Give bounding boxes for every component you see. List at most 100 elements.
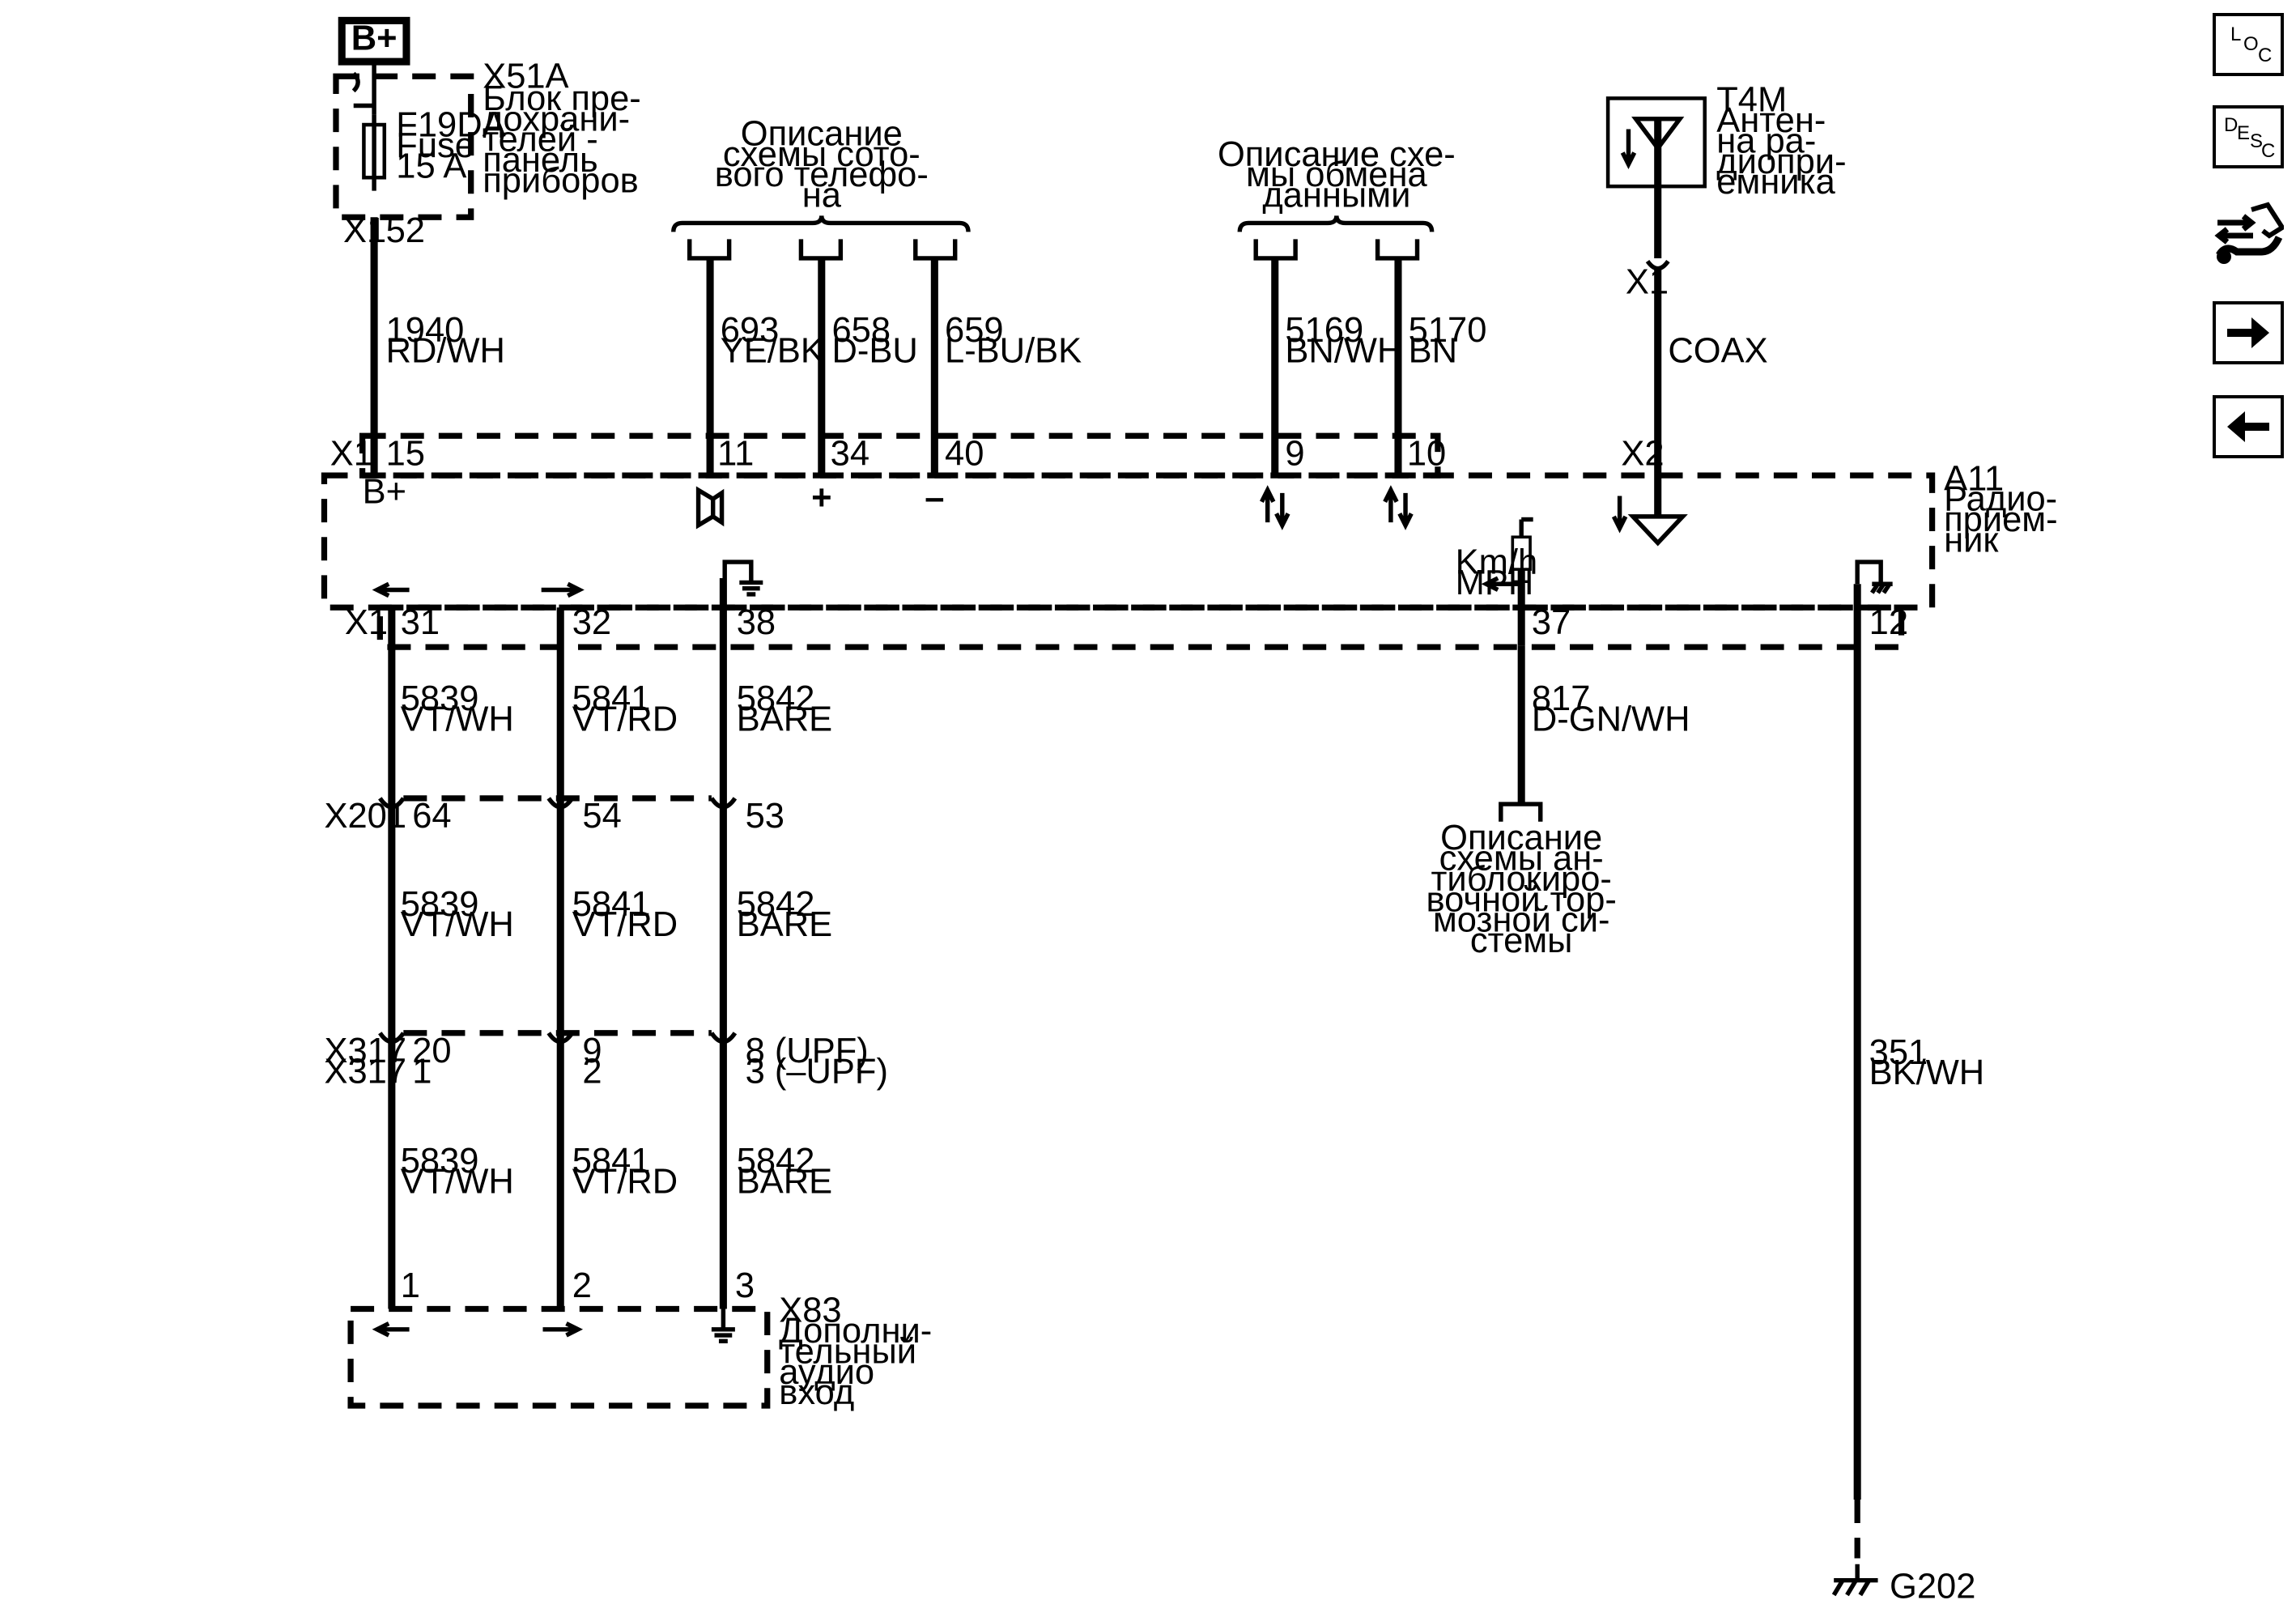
svg-text:на: на: [802, 177, 842, 215]
svg-text:15 A: 15 A: [396, 147, 466, 185]
svg-text:5842: 5842: [737, 679, 815, 718]
svg-text:D: D: [2224, 114, 2238, 136]
svg-text:C: C: [2261, 140, 2275, 162]
svg-text:Описание: Описание: [741, 114, 903, 153]
svg-text:вход: вход: [779, 1373, 854, 1412]
svg-text:Радио-: Радио-: [1944, 480, 2057, 519]
wire-659: 659 L-BU/BK 40: [930, 257, 1082, 474]
radio-module-a11: A11 Радио- прием- ник B+ + – Km/h MPH: [321, 459, 2058, 646]
svg-text:5839: 5839: [401, 1142, 479, 1181]
wire-5169: 5169 BN/WH 9: [1271, 257, 1402, 474]
svg-text:1940: 1940: [386, 311, 465, 350]
svg-text:5839: 5839: [401, 885, 479, 924]
connector-tool-icon[interactable]: [2213, 198, 2286, 273]
svg-text:X317: X317: [324, 1032, 406, 1070]
svg-text:53: 53: [746, 797, 784, 836]
svg-text:38: 38: [737, 603, 776, 642]
svg-text:емника: емника: [1716, 163, 1835, 202]
wire-1940: 1940 RD/WH 15: [370, 217, 505, 474]
svg-text:2: 2: [572, 1266, 592, 1305]
svg-text:5841: 5841: [572, 885, 651, 924]
svg-text:BN: BN: [1409, 332, 1457, 371]
svg-text:5841: 5841: [572, 1142, 651, 1181]
svg-text:BARE: BARE: [737, 1162, 832, 1201]
svg-text:BARE: BARE: [737, 700, 832, 738]
svg-text:+: +: [811, 479, 831, 517]
previous-arrow-button[interactable]: [2213, 395, 2284, 458]
svg-text:52: 52: [386, 211, 425, 250]
battery-source: B+: [338, 16, 410, 66]
svg-text:BK/WH: BK/WH: [1869, 1053, 1985, 1092]
svg-text:COAX: COAX: [1668, 332, 1767, 371]
svg-text:E: E: [2237, 122, 2250, 144]
svg-text:1: 1: [412, 1052, 432, 1091]
svg-text:стемы: стемы: [1470, 921, 1573, 960]
svg-text:659: 659: [945, 311, 1004, 350]
svg-text:VT/WH: VT/WH: [401, 1162, 514, 1201]
svg-text:схемы сото-: схемы сото-: [723, 135, 921, 174]
svg-text:Антен-: Антен-: [1716, 101, 1826, 140]
svg-text:VT/RD: VT/RD: [572, 700, 678, 738]
radio-top-connector: X1 X2: [330, 432, 1665, 479]
svg-text:693: 693: [721, 311, 780, 350]
svg-text:11: 11: [717, 434, 754, 473]
svg-text:Km/h: Km/h: [1456, 543, 1538, 582]
svg-text:X1: X1: [345, 603, 388, 642]
aux-input-x83: 1 2 3 X83 Дополни- тельный аудио вход: [347, 1266, 932, 1412]
location-button[interactable]: L O C: [2213, 13, 2284, 76]
svg-text:Блок пре-: Блок пре-: [483, 79, 641, 118]
wire-5170: 5170 BN 10: [1394, 257, 1487, 474]
svg-text:658: 658: [831, 311, 891, 350]
svg-text:вого телефо-: вого телефо-: [715, 155, 929, 194]
wire-817: 37 817 D-GN/WH: [1499, 603, 1690, 822]
connector-x317: X317 X317 20 1 9 2 8 (UPF) 3 (–UPF) 5839…: [324, 1030, 888, 1201]
svg-text:X317: X317: [324, 1052, 406, 1091]
svg-text:MPH: MPH: [1456, 564, 1534, 602]
wire-5839: 31 5839 VT/WH: [388, 603, 514, 1309]
fuse-block-x51a: X51A Блок пре- дохрани- телей - панель п…: [333, 57, 641, 250]
svg-text:аудио: аудио: [779, 1353, 874, 1392]
svg-text:5842: 5842: [737, 885, 815, 924]
svg-text:S: S: [2250, 130, 2263, 152]
svg-text:диопри-: диопри-: [1716, 143, 1846, 181]
svg-text:351: 351: [1869, 1033, 1928, 1072]
svg-text:X2: X2: [1621, 434, 1664, 473]
wire-693: 693 YE/BK 11: [706, 257, 824, 474]
abs-reference: Описание схемы ан- тиблокиро- вочной тор…: [1426, 819, 1617, 960]
svg-text:D-GN/WH: D-GN/WH: [1532, 700, 1690, 738]
svg-text:VT/RD: VT/RD: [572, 905, 678, 944]
svg-text:9: 9: [1285, 434, 1304, 473]
svg-text:VT/RD: VT/RD: [572, 1162, 678, 1201]
svg-text:VT/WH: VT/WH: [401, 905, 514, 944]
next-arrow-button[interactable]: [2213, 301, 2284, 364]
svg-text:3: 3: [735, 1266, 755, 1305]
svg-text:Дополни-: Дополни-: [779, 1312, 932, 1351]
svg-text:L: L: [2230, 23, 2241, 45]
svg-text:64: 64: [412, 797, 451, 836]
svg-text:1: 1: [401, 1266, 420, 1305]
svg-text:15: 15: [386, 434, 425, 473]
svg-text:20: 20: [412, 1032, 451, 1070]
svg-text:Описание схе-: Описание схе-: [1218, 135, 1456, 174]
svg-text:5839: 5839: [401, 679, 479, 718]
svg-text:Fuse: Fuse: [396, 126, 474, 165]
svg-text:37: 37: [1532, 603, 1571, 642]
svg-text:ник: ник: [1944, 521, 1999, 560]
svg-text:мозной си-: мозной си-: [1433, 901, 1610, 940]
svg-text:40: 40: [945, 434, 984, 473]
svg-text:BARE: BARE: [737, 905, 832, 944]
wire-5842: 38 5842 BARE: [719, 577, 832, 1309]
svg-text:5170: 5170: [1409, 311, 1487, 350]
svg-text:X1: X1: [1626, 262, 1669, 301]
svg-text:дохрани-: дохрани-: [483, 100, 630, 138]
description-button[interactable]: D E S C: [2213, 105, 2284, 168]
cell-phone-reference: Описание схемы сото- вого телефо- на: [671, 114, 971, 261]
svg-text:5841: 5841: [572, 679, 651, 718]
svg-text:O: O: [2243, 33, 2259, 55]
svg-text:G202: G202: [1890, 1567, 1975, 1606]
connector-x201: X201 64 54 53 5839 VT/WH 5841 VT/RD 5842…: [324, 795, 832, 944]
svg-text:X1: X1: [330, 434, 373, 473]
svg-text:приборов: приборов: [483, 161, 639, 200]
svg-text:телей -: телей -: [483, 121, 598, 160]
